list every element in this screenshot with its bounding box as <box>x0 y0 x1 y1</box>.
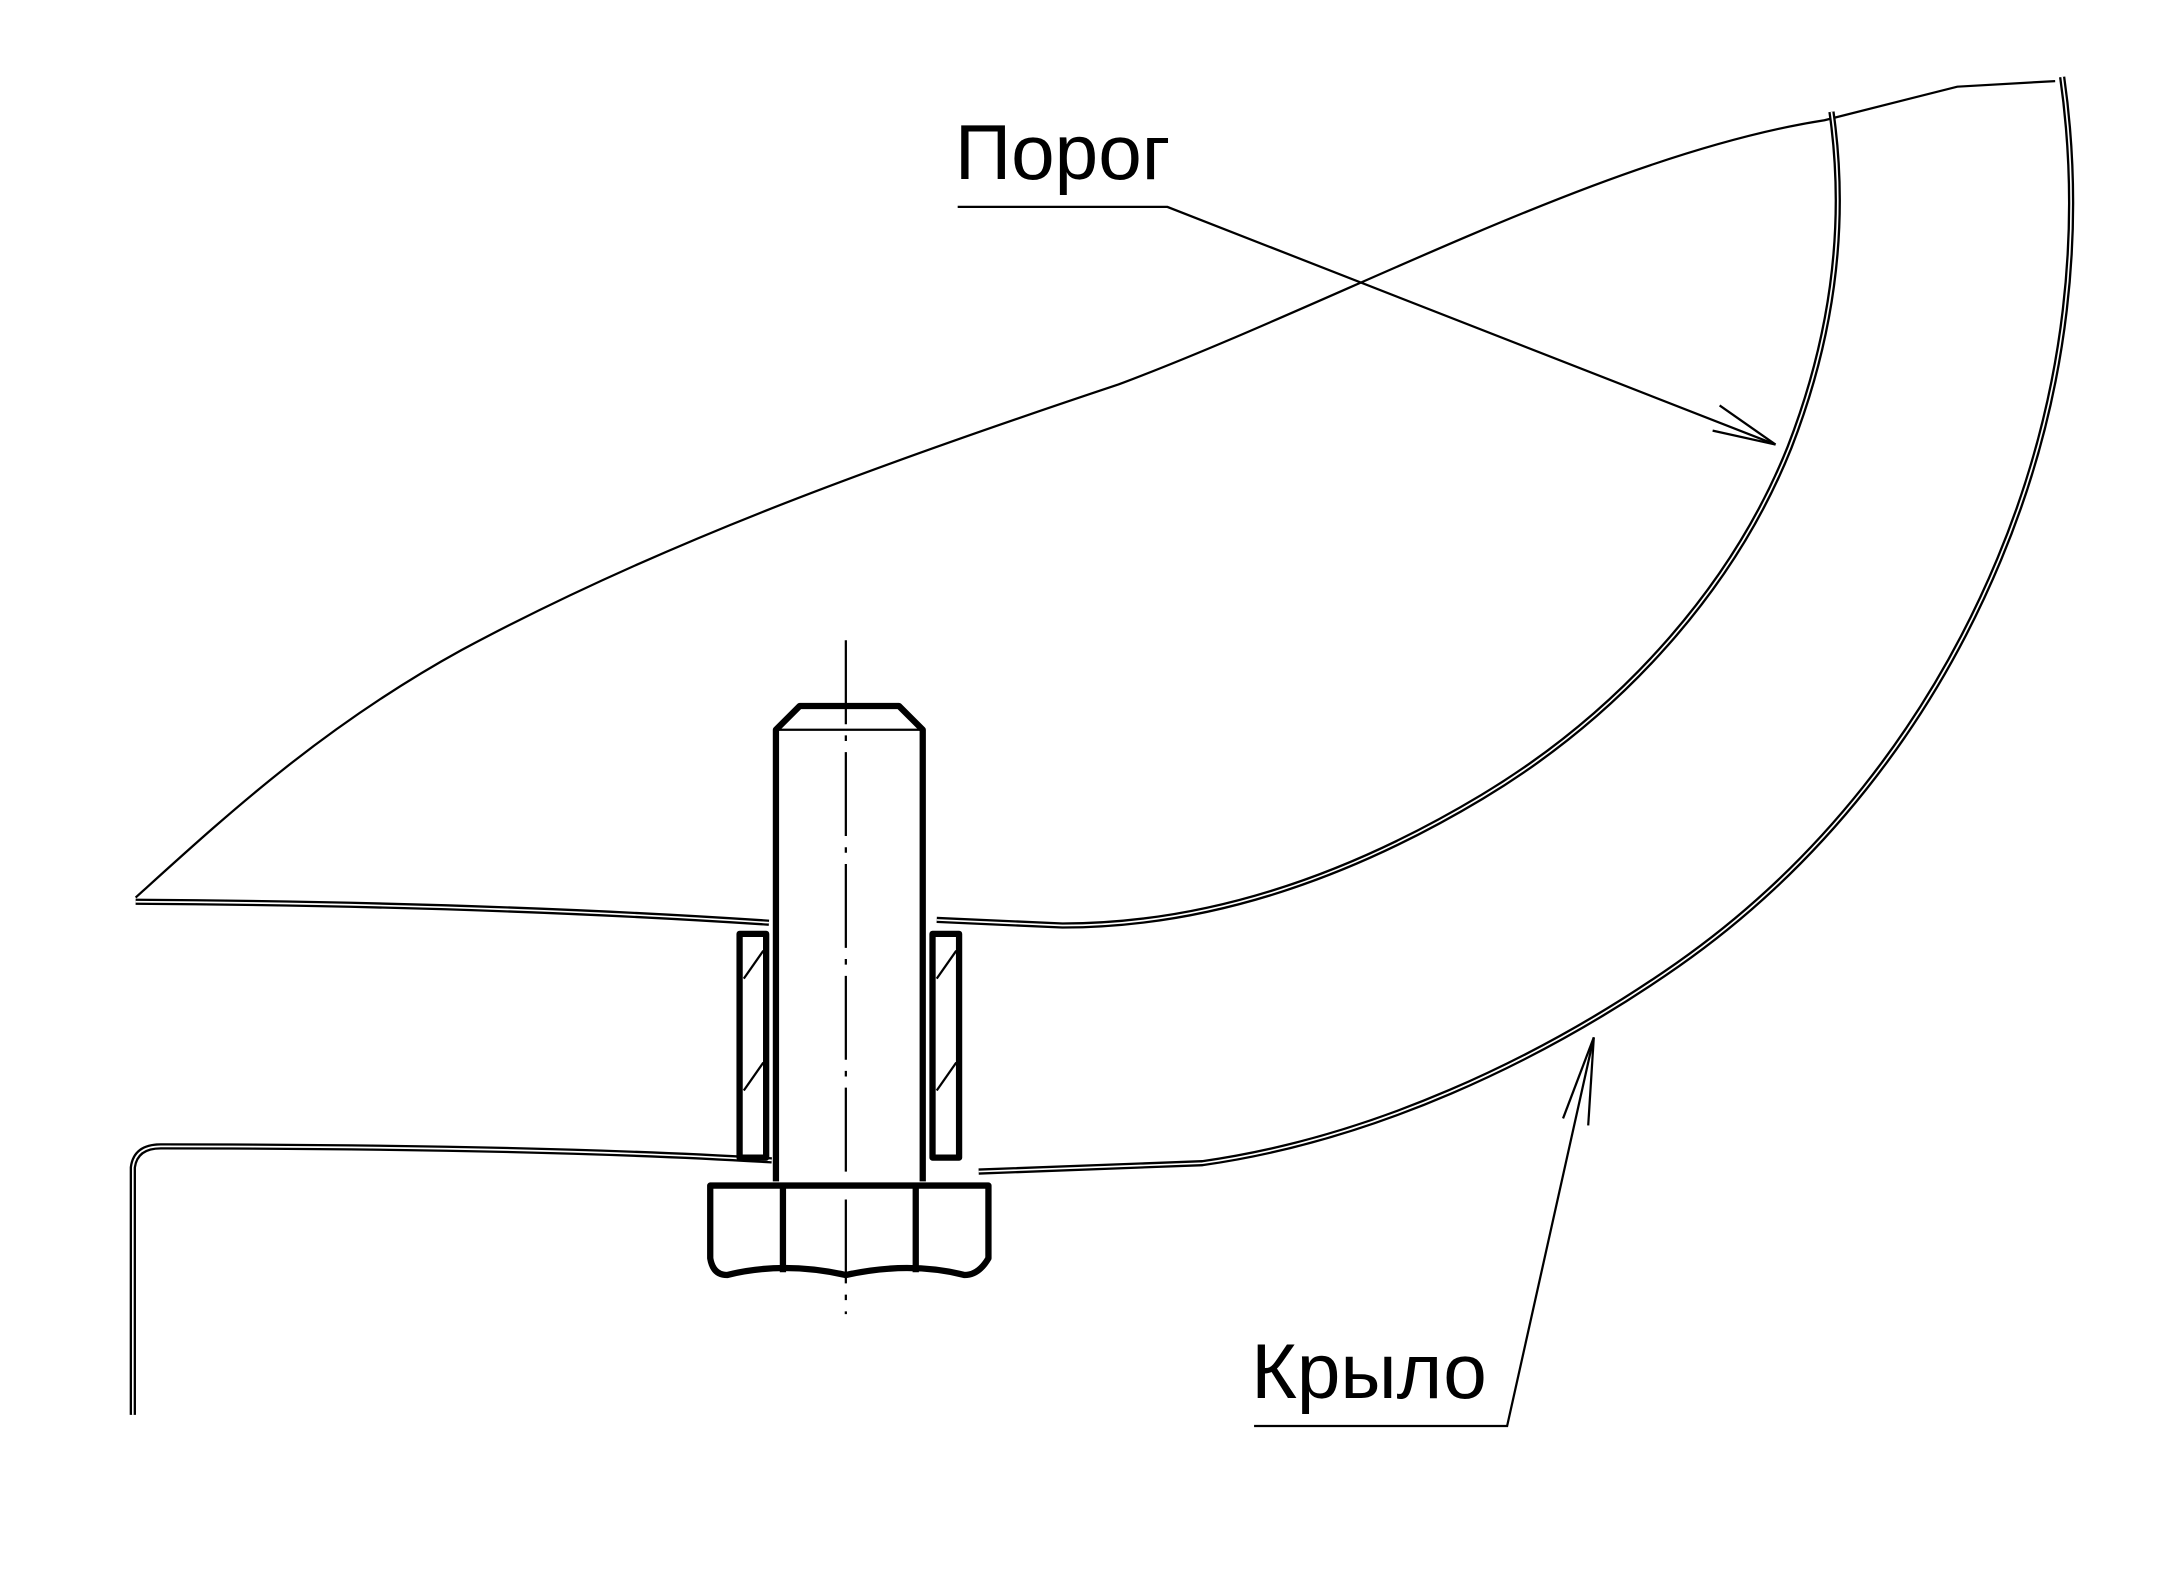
bolt-shaft <box>772 702 926 1182</box>
wing-callout: Крыло <box>1251 1036 1595 1428</box>
wing-label: Крыло <box>1251 1327 1487 1415</box>
threshold-panel <box>937 112 1838 926</box>
nut <box>707 1182 992 1279</box>
wing-panel <box>979 77 2071 1172</box>
threshold-callout: Порог <box>955 108 1777 446</box>
lower-flange <box>129 1143 772 1415</box>
bolt <box>707 640 992 1315</box>
upper-flange <box>135 898 770 926</box>
threshold-label: Порог <box>955 108 1170 196</box>
bushing-left <box>736 930 770 1161</box>
upper-outline-curve <box>134 79 2056 899</box>
bushing-right <box>929 930 963 1161</box>
